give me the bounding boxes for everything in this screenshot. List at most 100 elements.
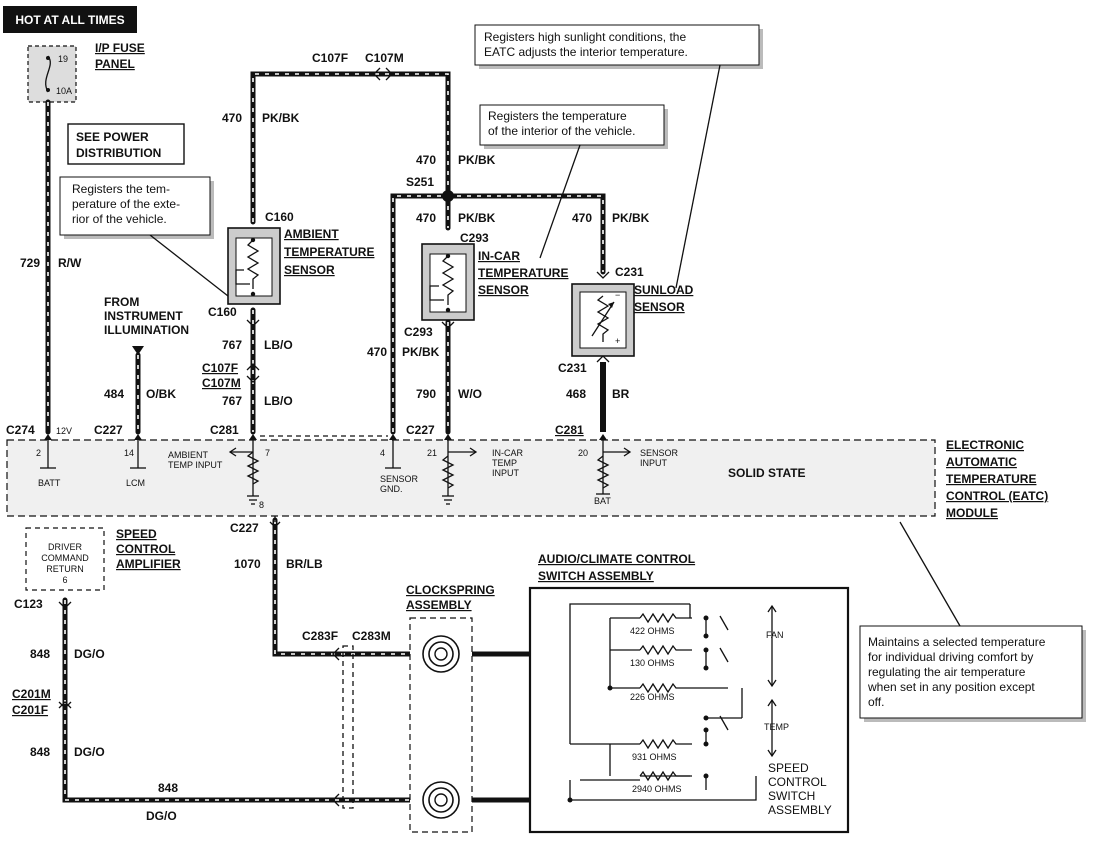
svg-text:of the interior of the vehicle: of the interior of the vehicle.: [488, 124, 635, 138]
svg-text:DG/O: DG/O: [74, 745, 105, 759]
svg-text:SENSOR: SENSOR: [284, 263, 335, 277]
svg-text:off.: off.: [868, 695, 884, 709]
audio-climate-switch-assembly: 422 OHMS 130 OHMS 226 OHMS 931 OHMS 2940…: [528, 586, 850, 834]
svg-text:PK/BK: PK/BK: [612, 211, 650, 225]
svg-text:for individual driving comfort: for individual driving comfort by: [868, 650, 1033, 664]
svg-text:TEMPERATURE: TEMPERATURE: [946, 472, 1036, 486]
svg-text:O/BK: O/BK: [146, 387, 176, 401]
svg-text:848: 848: [30, 647, 50, 661]
c160-bottom: C160: [208, 305, 237, 319]
svg-text:SPEED: SPEED: [116, 527, 157, 541]
label-sensor-gnd-1: SENSOR: [380, 474, 419, 484]
svg-text:W/O: W/O: [458, 387, 482, 401]
eatc-module: [6, 434, 936, 522]
resistor-130: 130 OHMS: [630, 658, 675, 668]
svg-text:LB/O: LB/O: [264, 394, 293, 408]
svg-text:TEMPERATURE: TEMPERATURE: [284, 245, 374, 259]
svg-text:rior of the vehicle.: rior of the vehicle.: [72, 212, 167, 226]
svg-text:DISTRIBUTION: DISTRIBUTION: [76, 146, 161, 160]
note-module: Maintains a selected temperature for ind…: [859, 521, 1086, 722]
label-sensor-input-1: SENSOR: [640, 448, 679, 458]
svg-text:perature of the exte-: perature of the exte-: [72, 197, 180, 211]
svg-text:CLOCKSPRING: CLOCKSPRING: [406, 583, 495, 597]
pin-14: 14: [124, 448, 134, 458]
svg-text:SWITCH: SWITCH: [768, 789, 815, 803]
svg-text:AUTOMATIC: AUTOMATIC: [946, 455, 1017, 469]
c281-b: C281: [555, 423, 584, 437]
label-incar-input-2: TEMP: [492, 458, 517, 468]
label-sensor-input-2: INPUT: [640, 458, 668, 468]
note-see-power-distribution: SEE POWER DISTRIBUTION: [67, 123, 185, 165]
module-name: ELECTRONIC AUTOMATIC TEMPERATURE CONTROL…: [946, 438, 1048, 520]
svg-text:767: 767: [222, 338, 242, 352]
svg-text:PK/BK: PK/BK: [458, 153, 496, 167]
fuse-panel: 19 10A I/P FUSE PANEL: [27, 41, 145, 103]
c231-top: C231: [615, 265, 644, 279]
c107m-mid: C107M: [202, 376, 241, 390]
svg-text:LB/O: LB/O: [264, 338, 293, 352]
svg-text:470: 470: [222, 111, 242, 125]
svg-text:470: 470: [572, 211, 592, 225]
c201m: C201M: [12, 687, 51, 701]
svg-text:729: 729: [20, 256, 40, 270]
svg-text:SPEED: SPEED: [768, 761, 809, 775]
svg-text:PK/BK: PK/BK: [262, 111, 300, 125]
svg-text:AMBIENT: AMBIENT: [284, 227, 339, 241]
svg-text:−: −: [615, 290, 620, 300]
c227-c: C227: [230, 521, 259, 535]
splice-s251-dot: [442, 190, 454, 202]
svg-text:848: 848: [158, 781, 178, 795]
svg-text:ASSEMBLY: ASSEMBLY: [768, 803, 832, 817]
svg-text:BR: BR: [612, 387, 630, 401]
hot-at-all-times-badge: HOT AT ALL TIMES: [3, 6, 137, 33]
module-pin-labels: 2 12V 14 7 8 4 21 20 BATT LCM AMBIENT TE…: [36, 426, 806, 510]
component-labels: AMBIENT TEMPERATURE SENSOR IN-CAR TEMPER…: [104, 227, 695, 612]
svg-text:RETURN: RETURN: [46, 564, 84, 574]
label-batt: BATT: [38, 478, 61, 488]
fan-label: FAN: [766, 630, 784, 640]
resistor-422: 422 OHMS: [630, 626, 675, 636]
svg-text:ILLUMINATION: ILLUMINATION: [104, 323, 189, 337]
fuse-rating: 10A: [56, 86, 72, 96]
pin-21: 21: [427, 448, 437, 458]
c293-bottom: C293: [404, 325, 433, 339]
svg-text:Registers the temperature: Registers the temperature: [488, 109, 627, 123]
svg-text:DRIVER: DRIVER: [48, 542, 83, 552]
c123: C123: [14, 597, 43, 611]
svg-text:Registers the tem-: Registers the tem-: [72, 182, 170, 196]
resistor-2940: 2940 OHMS: [632, 784, 682, 794]
clockspring-assembly: [409, 617, 473, 833]
svg-text:767: 767: [222, 394, 242, 408]
c293-top: C293: [460, 231, 489, 245]
svg-text:790: 790: [416, 387, 436, 401]
connector-labels: C107F C107M C160 C160 S251 C293 C293 C23…: [6, 51, 644, 717]
connector-symbols: [58, 67, 610, 807]
pin-20: 20: [578, 448, 588, 458]
svg-text:AUDIO/CLIMATE CONTROL: AUDIO/CLIMATE CONTROL: [538, 552, 695, 566]
fuse-number: 19: [58, 54, 68, 64]
svg-text:HOT AT ALL TIMES: HOT AT ALL TIMES: [15, 13, 124, 27]
pin-7: 7: [265, 448, 270, 458]
svg-text:AMPLIFIER: AMPLIFIER: [116, 557, 181, 571]
c107f-top: C107F: [312, 51, 348, 65]
svg-text:SUNLOAD: SUNLOAD: [634, 283, 694, 297]
c274: C274: [6, 423, 35, 437]
pin-12v: 12V: [56, 426, 72, 436]
c283m: C283M: [352, 629, 391, 643]
svg-text:1070: 1070: [234, 557, 261, 571]
c283f: C283F: [302, 629, 338, 643]
c281-a: C281: [210, 423, 239, 437]
label-incar-input-3: INPUT: [492, 468, 520, 478]
c201f: C201F: [12, 703, 48, 717]
resistor-931: 931 OHMS: [632, 752, 677, 762]
sunload-sensor: −+: [571, 283, 635, 357]
svg-text:regulating the air temperature: regulating the air temperature: [868, 665, 1026, 679]
label-sensor-gnd-2: GND.: [380, 484, 403, 494]
c160-top: C160: [265, 210, 294, 224]
c227-b: C227: [406, 423, 435, 437]
svg-text:SEE POWER: SEE POWER: [76, 130, 149, 144]
s251: S251: [406, 175, 434, 189]
svg-text:R/W: R/W: [58, 256, 82, 270]
label-ambient-input-2: TEMP INPUT: [168, 460, 223, 470]
svg-text:470: 470: [416, 211, 436, 225]
